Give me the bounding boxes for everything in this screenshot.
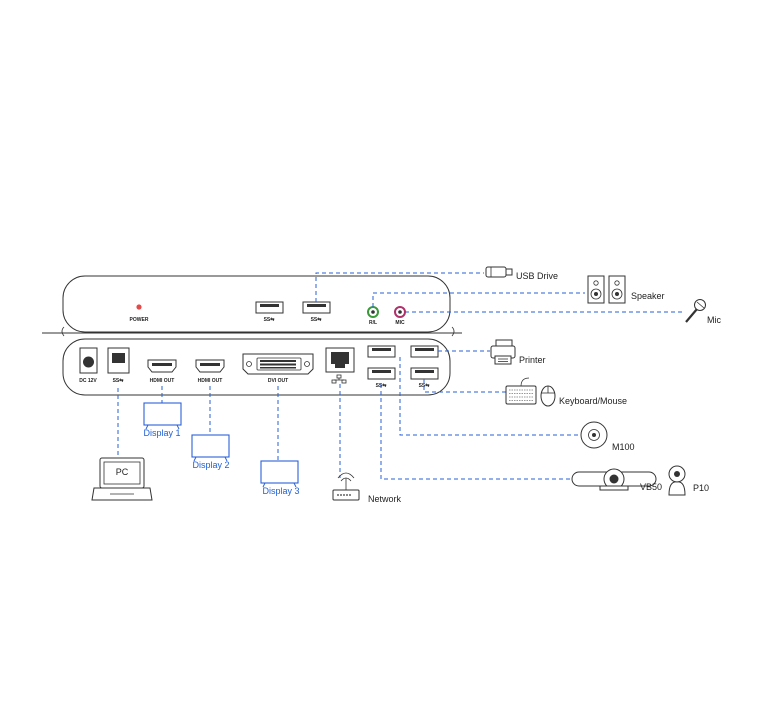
printer-label: Printer [519,355,546,365]
vb50-label: VB50 [640,482,662,492]
rear-usb-port-2 [367,367,396,380]
pc-laptop-icon [91,457,153,501]
p10-icon [668,465,686,496]
display2-label: Display 2 [192,460,229,470]
display1-label: Display 1 [143,428,180,438]
rear-usb-port-1-contact [372,348,391,351]
mic-jack-hole [398,310,402,314]
speaker-label: Speaker [631,291,665,301]
usb-b-label: SS⇆ [113,377,125,384]
display2-icon [191,434,230,462]
mic-jack-label: MIC [395,320,405,326]
dc-port-socket [83,356,94,368]
display1-icon [143,402,182,430]
front-usb-label-1: SS⇆ [264,316,276,323]
front-usb-port-1-contact [260,304,279,307]
speaker-icon [587,275,626,304]
wire-vb50 [380,384,572,480]
rear-usb-port-3-contact [415,348,434,351]
hdmi-port-1-contact [152,363,172,366]
usb-b-port-contact [112,353,125,363]
network-label: Network [368,494,402,504]
usb-drive-icon [485,266,513,278]
rear-panel: DC 12V SS⇆ HDMI OUT HDMI OUT DVI OUT [62,338,451,396]
keyboard-mouse-icon [505,377,556,407]
printer-icon [490,339,516,365]
dvi-label: DVI OUT [268,378,288,384]
front-panel: POWER SS⇆ SS⇆ R/L MIC [62,275,451,333]
front-usb-label-2: SS⇆ [311,316,323,323]
dvi-screw-left [246,361,252,367]
hdmi1-label: HDMI OUT [150,378,175,384]
front-usb-port-2-contact [307,304,326,307]
mic-label: Mic [707,315,721,325]
rl-jack-hole [371,310,375,314]
pc-label: PC [116,467,129,477]
rear-usb-port-1 [367,345,396,358]
network-icon [331,374,347,384]
rear-usb-group2-label: SS⇆ [419,382,431,389]
mic-icon [685,299,706,323]
router-icon [332,472,360,501]
rear-usb-port-3 [410,345,439,358]
p10-label: P10 [693,483,709,493]
hdmi2-label: HDMI OUT [198,378,223,384]
vb50-icon [571,468,657,491]
hdmi-port-2-contact [200,363,220,366]
keyboard-mouse-label: Keyboard/Mouse [559,396,627,406]
power-label: POWER [130,317,149,323]
dvi-screw-right [304,361,310,367]
rear-usb-port-2-contact [372,370,391,373]
usb-drive-label: USB Drive [516,271,558,281]
wire-m100 [399,357,580,436]
rear-usb-port-4 [410,367,439,380]
dvi-port-inner [256,357,302,371]
ethernet-port-socket [331,352,349,368]
dvi-port-pins [260,360,296,369]
rear-usb-port-4-contact [415,370,434,373]
panel-separator [42,326,462,337]
display3-icon [260,460,299,488]
front-usb-port-2 [302,301,331,314]
front-usb-port-1 [255,301,284,314]
display3-label: Display 3 [262,486,299,496]
m100-icon [580,421,608,449]
power-led-icon [136,304,142,310]
wire-usb-drive [315,272,484,302]
wire-speaker [372,292,585,307]
rl-jack-label: R/L [369,320,377,326]
dc-label: DC 12V [79,378,97,384]
m100-label: M100 [612,442,635,452]
connection-wires [117,272,684,480]
